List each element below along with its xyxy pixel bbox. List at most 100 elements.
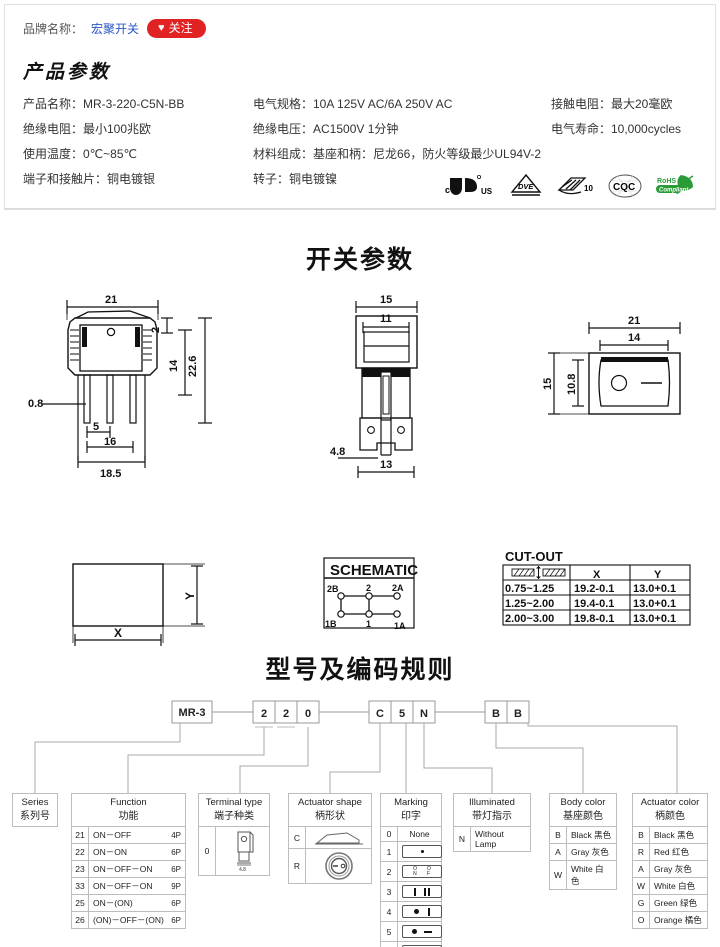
schematic-terminal-2A: 2A xyxy=(392,583,404,593)
param-operating-temperature: 使用温度：0℃~85℃ xyxy=(23,147,137,161)
cutout-r2c2: 13.0+0.1 xyxy=(633,613,676,625)
legend-desc xyxy=(398,882,446,901)
cutout-header-X: X xyxy=(593,569,601,581)
dim-4.8: 4.8 xyxy=(330,446,345,458)
legend-desc: White 白色 xyxy=(654,881,696,892)
legend-pins: 6P xyxy=(171,898,181,908)
legend-pins: 6P xyxy=(171,847,181,857)
certification-logos: c US DVE xyxy=(445,171,697,201)
legend-row: R xyxy=(289,849,371,884)
legend-row: C xyxy=(289,827,371,850)
part-char-series: MR-3 xyxy=(179,707,206,719)
legend-actuator-shape-header: Actuator shape 柄形状 xyxy=(289,794,371,828)
dot-bar-mark-icon xyxy=(402,905,442,919)
legend-desc: (ON)－OFF－(ON) 6P xyxy=(89,912,185,928)
legend-desc-text: (ON)－OFF－(ON) xyxy=(93,915,164,926)
legend-actuator-color: Actuator color 柄颜色 B Black 黑色 R Red 红色 A… xyxy=(632,793,708,930)
part-char-6: N xyxy=(420,708,428,720)
legend-desc: ON－OFF－ON 6P xyxy=(89,861,185,877)
legend-code: C xyxy=(289,827,306,849)
cutout-r0c2: 13.0+0.1 xyxy=(633,583,676,595)
legend-row: 25 ON－(ON) 6P xyxy=(72,895,185,913)
legend-function: Function 功能 21 ON－OFF 4P 22 ON－ON 6P 23 … xyxy=(71,793,186,930)
legend-code: O xyxy=(633,912,650,929)
follow-button[interactable]: ♥ 关注 xyxy=(147,19,206,38)
legend-row: N Without Lamp xyxy=(454,827,530,852)
dim-5: 5 xyxy=(93,421,99,433)
legend-terminal-type: Terminal type 端子种类 0 4.8 xyxy=(198,793,270,877)
legend-desc-text: ON－OFF－ON xyxy=(93,881,153,892)
svg-text:CQC: CQC xyxy=(613,182,635,193)
china-rohs-mark-icon: 10 xyxy=(555,171,595,201)
legend-marking-cn: 印字 xyxy=(401,810,421,822)
terminal-size-label: 4.8 xyxy=(239,867,246,872)
parameter-row: 绝缘电阻：最小100兆欧 绝缘电压：AC1500V 1分钟 电气寿命：10,00… xyxy=(23,120,699,145)
legend-pins: 4P xyxy=(171,830,181,840)
legend-desc: ON－(ON) 6P xyxy=(89,895,185,911)
param-rotor: 转子：铜电镀镍 xyxy=(253,172,338,186)
schematic-terminal-1A: 1A xyxy=(394,621,406,631)
legend-series-header: Series 系列号 xyxy=(13,794,57,826)
legend-desc-text: ON－(ON) xyxy=(93,898,133,909)
part-number-boxes xyxy=(171,700,530,728)
heading-switch-parameters: 开关参数 xyxy=(305,245,414,274)
dim-X: X xyxy=(114,626,122,640)
legend-code: W xyxy=(550,861,567,890)
legend-series-cn: 系列号 xyxy=(20,810,50,822)
legend-row: 1 xyxy=(381,842,442,863)
legend-pins: 9P xyxy=(171,881,181,891)
legend-desc: 4.8 xyxy=(216,827,269,875)
dim-15-side: 15 xyxy=(380,294,392,306)
dim-10.8: 10.8 xyxy=(566,374,578,395)
part-char-5: 5 xyxy=(399,708,405,720)
svg-text:US: US xyxy=(481,187,493,196)
legend-desc xyxy=(398,902,446,921)
legend-code: 25 xyxy=(72,895,89,912)
legend-row: 26 (ON)－OFF－(ON) 6P xyxy=(72,912,185,929)
legend-code: 6 xyxy=(381,942,398,947)
dim-2: 2 xyxy=(150,327,162,333)
legend-row: B Black 黑色 xyxy=(633,827,707,845)
legend-terminal-type-cn: 端子种类 xyxy=(214,810,254,822)
legend-row: 23 ON－OFF－ON 6P xyxy=(72,861,185,879)
follow-button-label: 关注 xyxy=(168,21,193,35)
dim-11: 11 xyxy=(380,313,392,325)
cutout-table xyxy=(502,564,691,626)
param-contact-resistance: 接触电阻：最大20毫欧 xyxy=(551,97,673,111)
param-electrical-rating: 电气规格：10A 125V AC/6A 250V AC xyxy=(253,97,453,111)
legend-desc: Black 黑色 xyxy=(571,830,612,841)
legend-row: 4 xyxy=(381,902,442,923)
brand-name-link[interactable]: 宏聚开关 xyxy=(91,22,140,36)
legend-desc xyxy=(306,849,371,883)
legend-pins: 6P xyxy=(171,864,181,874)
legend-body-color-en: Body color xyxy=(560,797,606,808)
dim-14-top: 14 xyxy=(628,332,641,344)
legend-desc: Gray 灰色 xyxy=(571,847,609,858)
svg-text:10: 10 xyxy=(584,184,593,193)
param-terminal-contact: 端子和接触片：铜电镀银 xyxy=(23,172,156,186)
top-view-drawing xyxy=(548,322,681,415)
legend-desc: Orange 橘色 xyxy=(654,915,702,926)
legend-row: A Gray 灰色 xyxy=(633,861,707,879)
legend-function-cn: 功能 xyxy=(118,810,139,822)
dim-22.6: 22.6 xyxy=(187,356,199,377)
legend-row: 33 ON－OFF－ON 9P xyxy=(72,878,185,896)
product-parameters-card: 品牌名称： 宏聚开关 ♥ 关注 产品参数 产品名称：MR-3-220-C5N-B… xyxy=(4,4,716,210)
legend-row: B Black 黑色 xyxy=(550,827,616,845)
schematic-terminal-2: 2 xyxy=(366,583,371,593)
brand-label: 品牌名称： xyxy=(23,22,84,36)
legend-code: 33 xyxy=(72,878,89,895)
legend-row: G Green 绿色 xyxy=(633,895,707,913)
legend-code: A xyxy=(550,844,567,861)
legend-desc: Red 红色 xyxy=(654,847,689,858)
parameter-row: 产品名称：MR-3-220-C5N-BB 电气规格：10A 125V AC/6A… xyxy=(23,95,699,120)
dim-18.5: 18.5 xyxy=(100,468,121,480)
legend-function-header: Function 功能 xyxy=(72,794,185,828)
legend-row: O Orange 橘色 xyxy=(633,912,707,929)
schematic-terminal-1: 1 xyxy=(366,619,371,629)
legend-marking-en: Marking xyxy=(394,797,428,808)
cutout-r2c1: 19.8-0.1 xyxy=(574,613,614,625)
